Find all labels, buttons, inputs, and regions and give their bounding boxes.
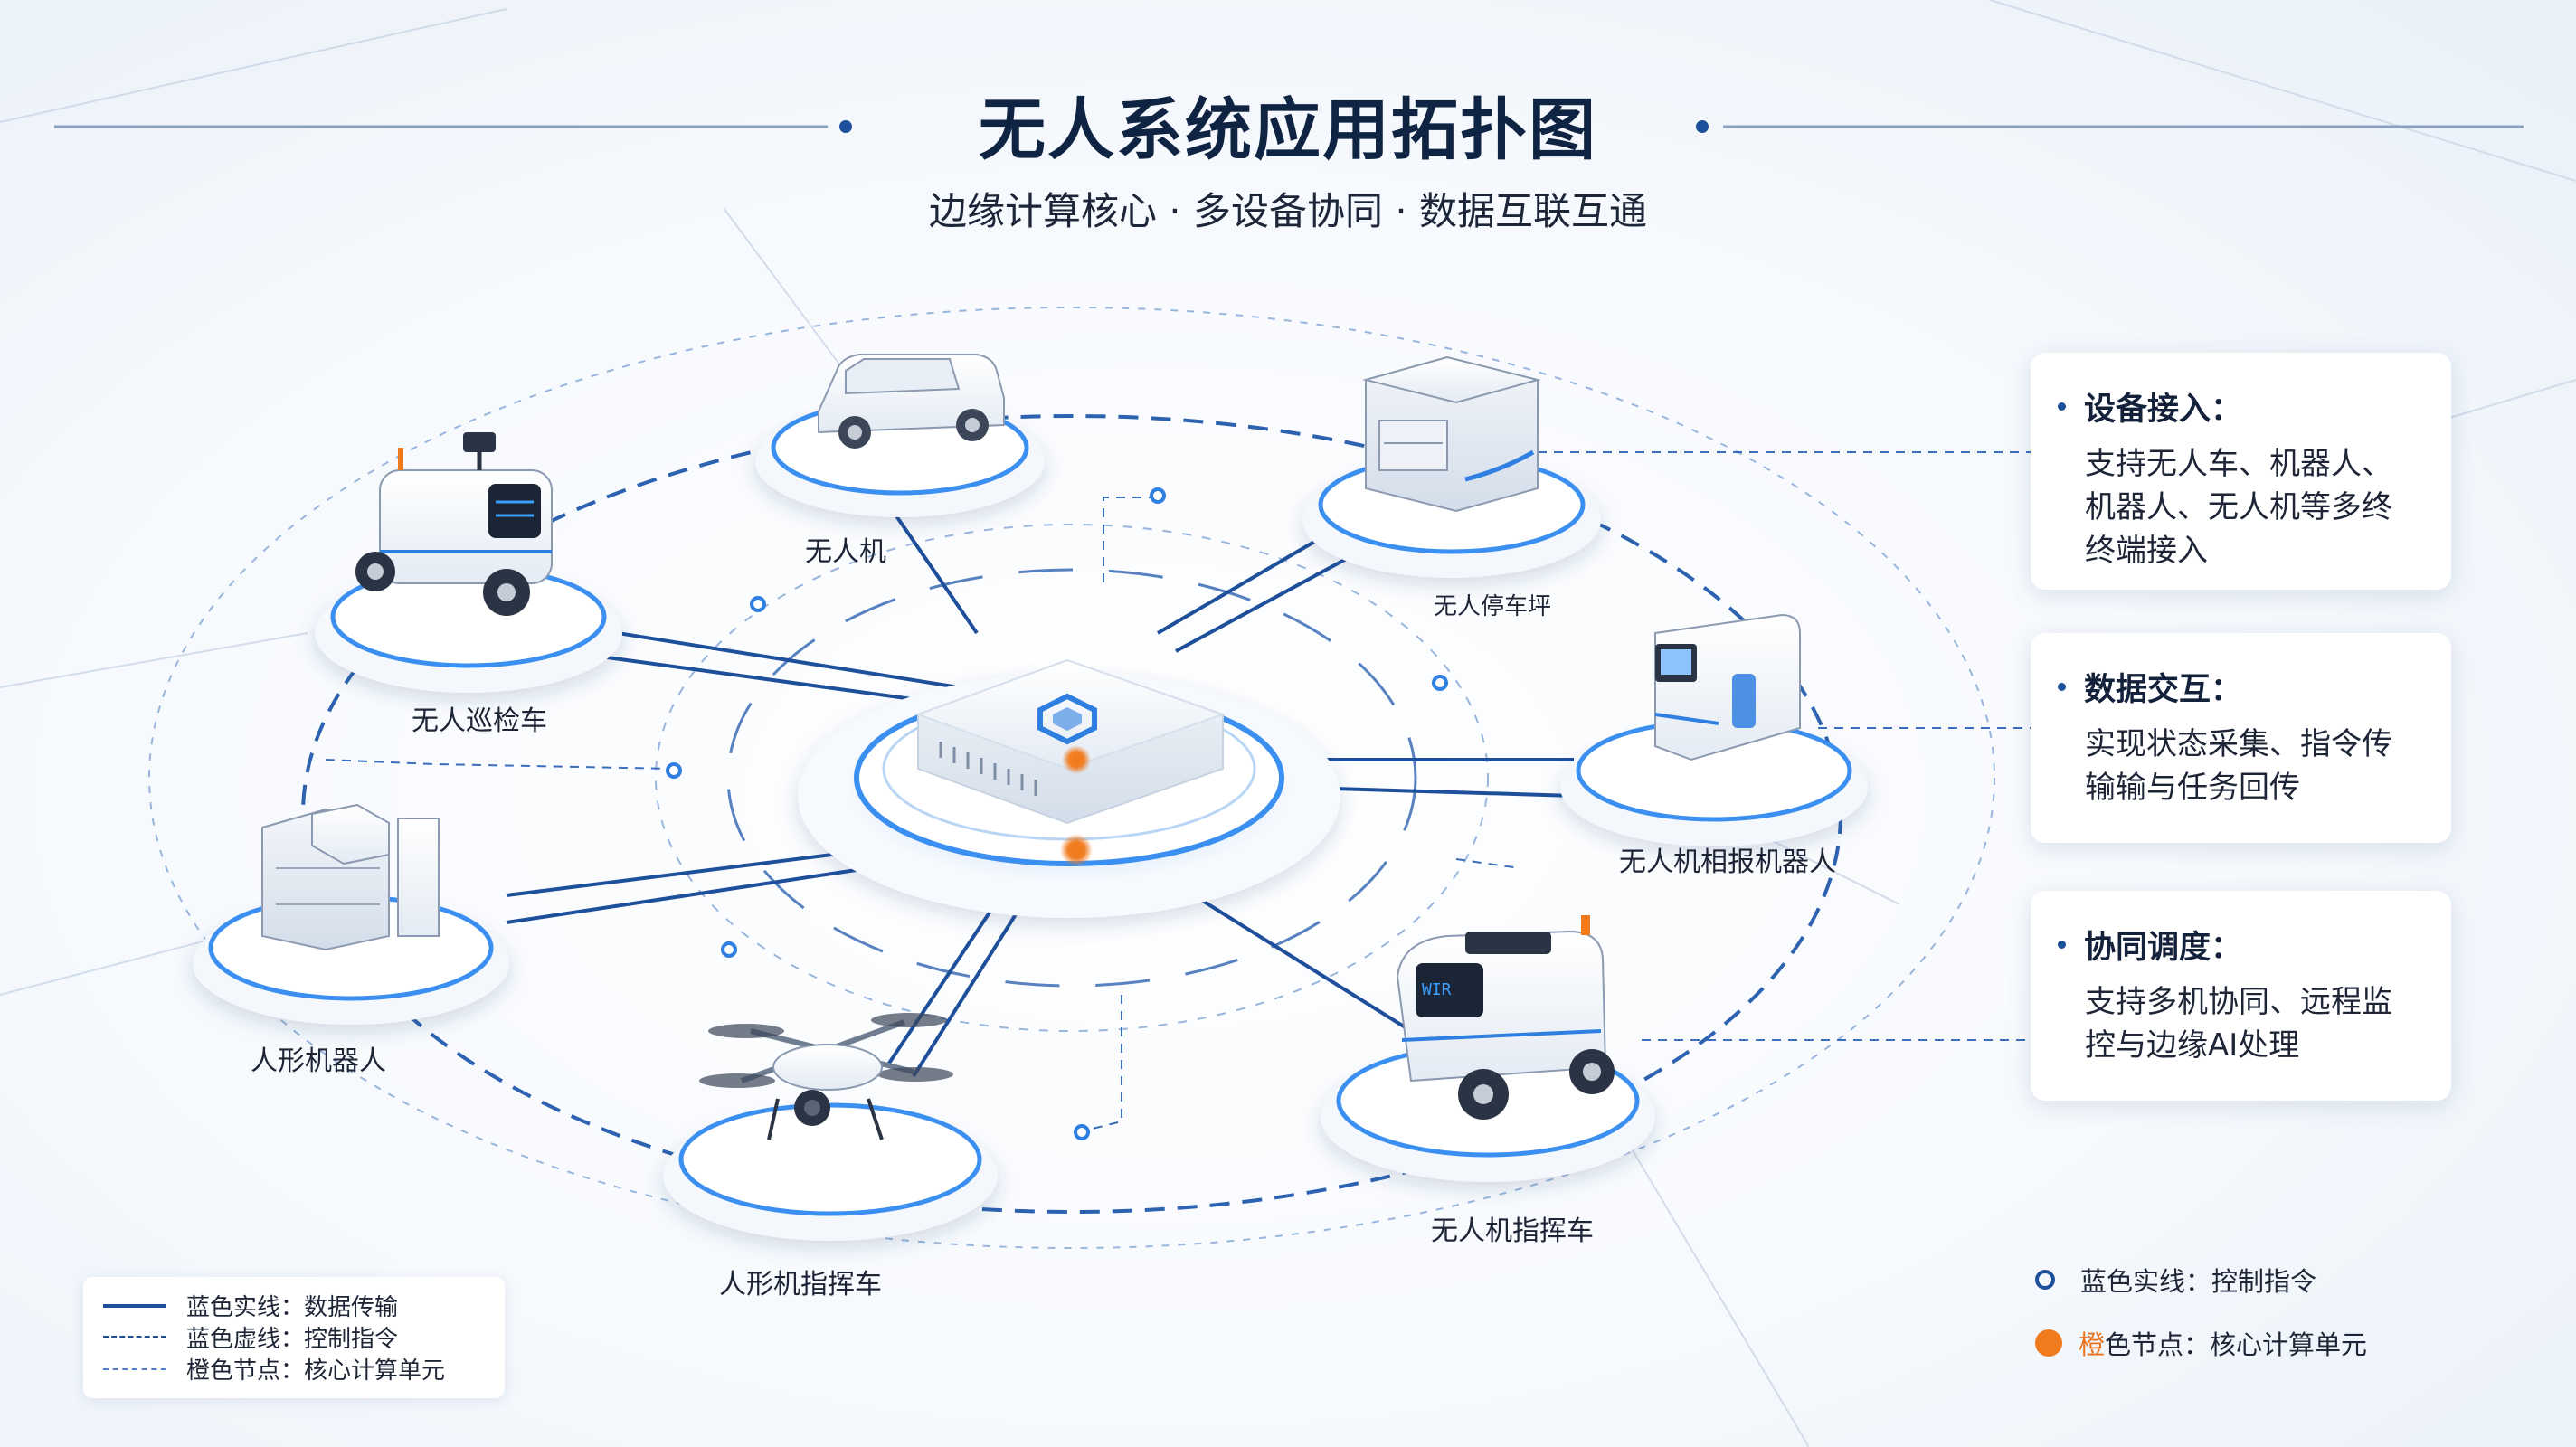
legend-item: 橙色节点：核心计算单元 [103,1353,485,1385]
kiosk-robot-icon [1654,613,1801,761]
node-pad[interactable] [1302,355,1601,578]
node-label-suv: 无人机 [805,536,886,568]
card-line: 支持无人车、机器人、 [2085,446,2392,482]
legend-highlight: 橙 [2079,1329,2106,1360]
legend-label: 橙色节点：核心计算单元 [186,1357,446,1385]
card-text: 实现状态采集、指令传 输输与任务回传 [2058,723,2424,809]
node-label-humanoid: 人形机器人 [251,1045,386,1077]
link-markers [666,487,1448,1140]
legend-item: 蓝色实线：数据传输 [103,1290,485,1321]
legend-label: 蓝色虚线：控制指令 [186,1326,399,1353]
node-label-command: 无人机指挥车 [1431,1215,1594,1247]
page-title: 无人系统应用拓扑图 [979,91,1597,169]
node-patrol[interactable] [315,432,622,693]
info-card-data-exchange: 数据交互： 实现状态采集、指令传 输输与任务回传 [2031,633,2451,843]
card-line: 控与边缘AI处理 [2085,1027,2300,1064]
node-suv[interactable] [755,354,1045,517]
bullet-icon [2058,683,2066,691]
legend-label: 蓝色实线：控制指令 [2080,1266,2317,1297]
node-drone[interactable] [663,1013,998,1241]
orange-dot-icon [2035,1329,2062,1357]
core-compute-unit[interactable] [798,658,1340,918]
node-label-kiosk: 无人机相报机器人 [1619,846,1836,878]
legend-label: 色节点：核心计算单元 [2105,1329,2368,1360]
card-line: 实现状态采集、指令传 [2085,726,2392,762]
legend-item: 蓝色虚线：控制指令 [103,1321,485,1353]
legend-item: 橙色节点：核心计算单元 [2035,1311,2367,1375]
dotted-line-icon [103,1367,166,1370]
node-humanoid[interactable] [193,803,509,1025]
card-line: 终端接入 [2085,533,2208,569]
command-vehicle-icon: WIR [1396,915,1615,1120]
node-command[interactable]: WIR [1321,915,1655,1182]
card-title: 数据交互： [2084,672,2243,708]
solid-line-icon [103,1303,166,1308]
legend-left: 蓝色实线：数据传输 蓝色虚线：控制指令 橙色节点：核心计算单元 [83,1277,505,1398]
info-card-device-access: 设备接入： 支持无人车、机器人、 机器人、无人机等多终 终端接入 [2031,353,2451,590]
title-decoration [54,120,2524,133]
info-card-coordination: 协同调度： 支持多机协同、远程监 控与边缘AI处理 [2031,891,2451,1101]
parking-pad-station-icon [1362,355,1541,513]
card-title: 设备接入： [2084,392,2243,428]
legend-item: 蓝色实线：控制指令 [2035,1248,2367,1311]
humanoid-robot-icon [261,803,440,951]
node-label-drone: 人形机指挥车 [719,1269,882,1300]
node-kiosk[interactable] [1560,613,1868,846]
card-text: 支持多机协同、远程监 控与边缘AI处理 [2058,980,2424,1067]
dashed-line-icon [103,1336,166,1338]
suv-car-icon [818,354,1005,449]
svg-text:WIR: WIR [1422,980,1452,999]
core-logo-icon [1037,693,1097,745]
card-line: 输输与任务回传 [2085,770,2300,806]
bullet-icon [2058,941,2066,949]
node-label-patrol: 无人巡检车 [412,705,547,737]
legend-label: 蓝色实线：数据传输 [186,1294,399,1321]
node-label-pad: 无人停车坪 [1433,593,1552,620]
legend-right: 蓝色实线：控制指令 橙色节点：核心计算单元 [2035,1248,2367,1375]
patrol-robot-vehicle-icon [355,432,553,616]
page-subtitle: 边缘计算核心 · 多设备协同 · 数据互联互通 [928,189,1648,233]
card-line: 支持多机协同、远程监 [2085,984,2392,1020]
control-links [325,451,2035,1131]
drone-icon [699,1013,953,1140]
card-line: 机器人、无人机等多终 [2085,489,2392,525]
card-text: 支持无人车、机器人、 机器人、无人机等多终 终端接入 [2058,442,2424,572]
ring-icon [2035,1270,2055,1290]
bullet-icon [2058,402,2066,411]
card-title: 协同调度： [2084,930,2243,966]
